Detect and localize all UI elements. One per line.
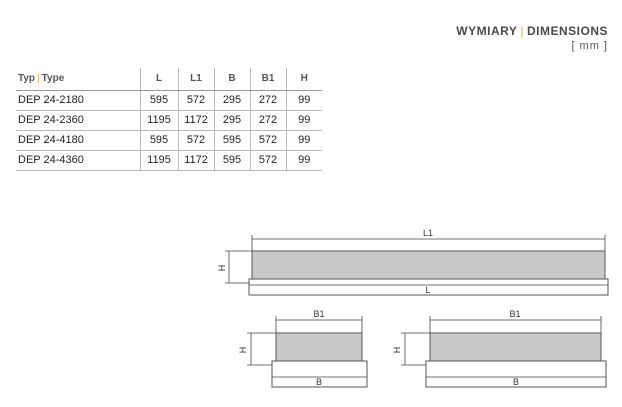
cell-l1: 572 (177, 90, 214, 111)
luminaire-body (275, 332, 363, 362)
cell-l: 1195 (139, 110, 178, 131)
type-column-header: Typ|Type (16, 68, 140, 91)
cell-b1: 572 (249, 130, 286, 151)
cell-l1: 1172 (177, 150, 214, 171)
dimensions-title: WYMIARY|DIMENSIONS (456, 24, 608, 38)
label-b: B (513, 377, 519, 387)
cell-l: 595 (139, 90, 178, 111)
label-h: H (238, 347, 248, 354)
luminaire-frame (271, 360, 368, 388)
cell-b: 595 (213, 150, 250, 171)
row-type: DEP 24-4180 (16, 130, 140, 151)
title-english: DIMENSIONS (526, 24, 608, 38)
dimension-line-l1 (251, 235, 606, 251)
dimension-line-b1 (429, 316, 602, 333)
title-polish: WYMIARY (456, 24, 518, 38)
cell-l: 595 (139, 130, 178, 151)
luminaire-body (251, 250, 606, 280)
label-l: L (425, 285, 430, 295)
cell-l: 1195 (139, 150, 178, 171)
row-type: DEP 24-2360 (16, 110, 140, 131)
cell-b: 295 (213, 90, 250, 111)
title-separator: | (520, 24, 524, 38)
luminaire-frame (248, 278, 609, 296)
row-type: DEP 24-2180 (16, 90, 140, 111)
dimension-line-h (247, 332, 276, 366)
column-header-b: B (213, 68, 250, 91)
label-h: H (392, 347, 402, 354)
column-header-l: L (139, 68, 178, 91)
cell-b1: 272 (249, 110, 286, 131)
label-b1: B1 (509, 309, 520, 319)
column-header-l1: L1 (177, 68, 214, 91)
unit-label: [ mm ] (571, 40, 608, 52)
dimensions-header: WYMIARY|DIMENSIONS [ mm ] (456, 24, 608, 52)
luminaire-body (429, 332, 602, 362)
table-header-row: Typ|Type L L1 B B1 H (16, 68, 322, 91)
cell-b: 295 (213, 110, 250, 131)
column-header-b1: B1 (249, 68, 286, 91)
cell-h: 99 (285, 150, 322, 171)
label-h: H (217, 265, 227, 272)
label-b: B (316, 377, 322, 387)
table-row: DEP 24-4360 1195 1172 595 572 99 (16, 150, 322, 171)
cell-h: 99 (285, 130, 322, 151)
dimension-line-h (225, 250, 252, 284)
label-b1: B1 (313, 309, 324, 319)
cell-h: 99 (285, 90, 322, 111)
type-header-separator: | (37, 73, 40, 85)
cell-b: 595 (213, 130, 250, 151)
label-l1: L1 (423, 228, 433, 238)
row-type: DEP 24-4360 (16, 150, 140, 171)
table-row: DEP 24-2180 595 572 295 272 99 (16, 90, 322, 111)
table-row: DEP 24-4180 595 572 595 572 99 (16, 130, 322, 151)
cell-b1: 572 (249, 150, 286, 171)
end-view-large-drawing: B1 B H (392, 309, 607, 388)
table-row: DEP 24-2360 1195 1172 295 272 99 (16, 110, 322, 131)
type-header-pl: Typ (18, 73, 36, 85)
dimension-line-b1 (275, 316, 363, 333)
cell-h: 99 (285, 110, 322, 131)
side-view-drawing: L1 L H (217, 228, 609, 296)
type-header-en: Type (41, 73, 65, 85)
column-header-h: H (285, 68, 322, 91)
luminaire-frame (425, 360, 607, 388)
end-view-small-drawing: B1 B H (238, 309, 368, 388)
cell-b1: 272 (249, 90, 286, 111)
cell-l1: 572 (177, 130, 214, 151)
dimension-line-h (401, 332, 430, 366)
cell-l1: 1172 (177, 110, 214, 131)
dimensions-table: Typ|Type L L1 B B1 H DEP 24-2180 595 572… (16, 68, 322, 171)
